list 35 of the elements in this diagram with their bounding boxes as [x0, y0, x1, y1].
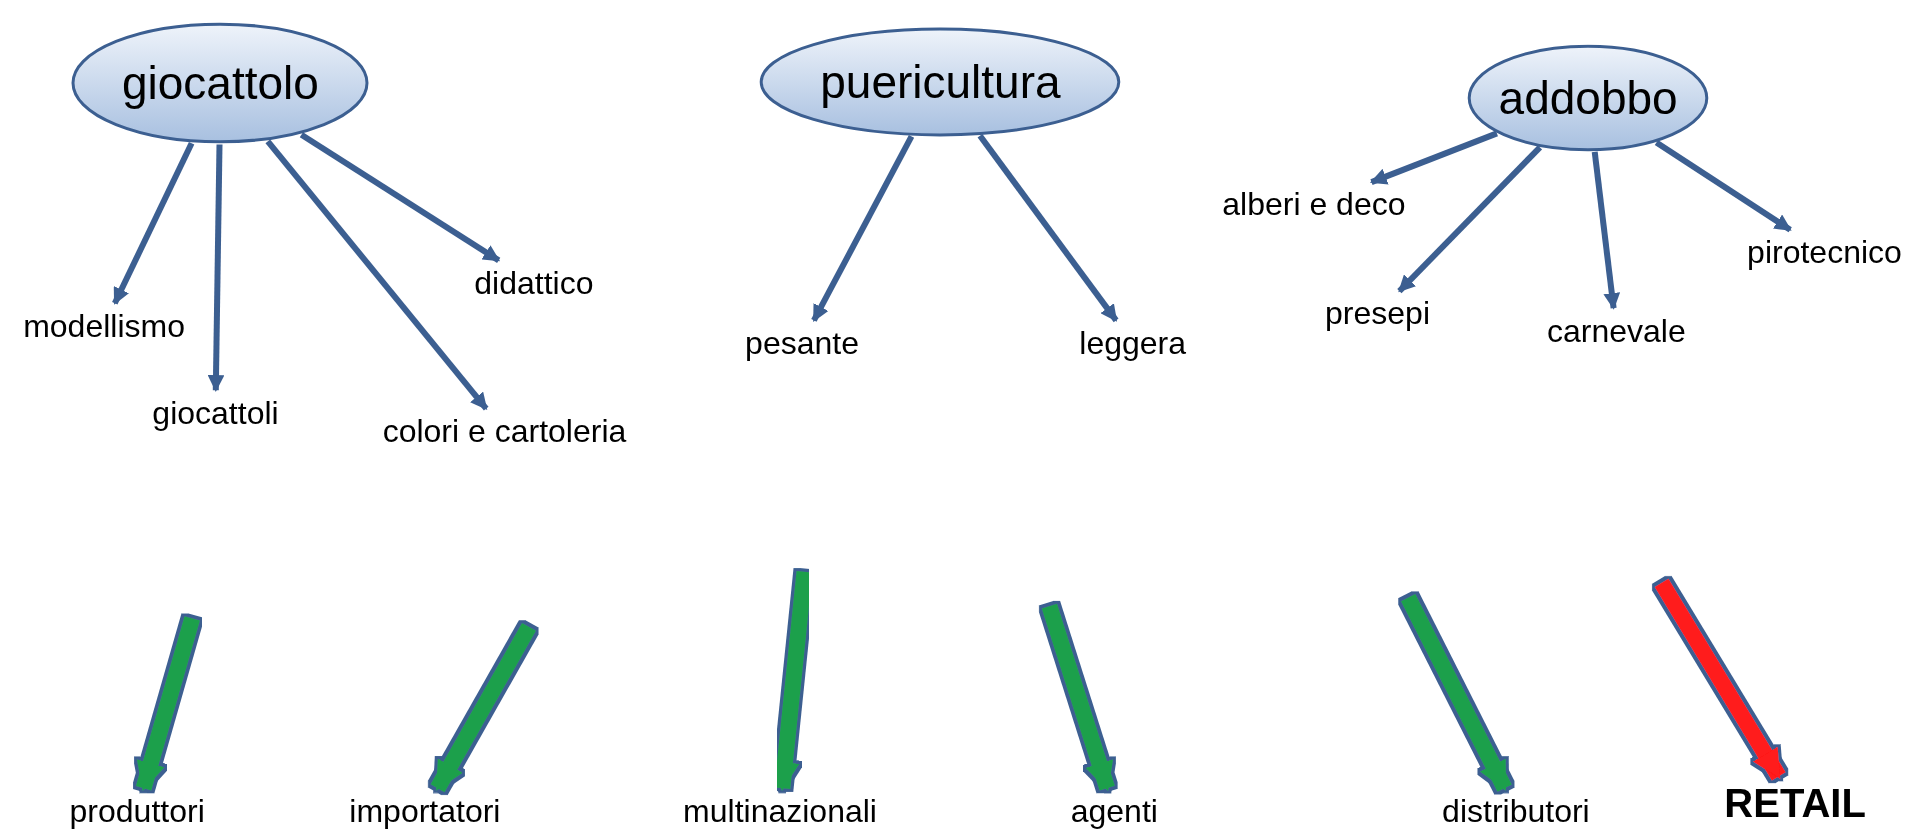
node-label: distributori: [1442, 792, 1590, 829]
node-label: modellismo: [23, 307, 185, 345]
arrow: [1369, 130, 1498, 185]
category-label: giocattolo: [121, 56, 319, 111]
arrow: [265, 139, 489, 411]
node-label: colori e cartoleria: [382, 412, 627, 450]
arrow: [1654, 140, 1792, 233]
arrow: [770, 571, 813, 792]
arrow: [112, 142, 195, 305]
node-label: giocattoli: [152, 394, 279, 432]
arrow: [207, 144, 225, 392]
arrow: [1041, 603, 1115, 791]
node-label: leggera: [1079, 324, 1186, 362]
node-label: importatori: [349, 792, 501, 829]
arrow: [135, 616, 200, 791]
node-label: produttori: [69, 792, 205, 829]
arrow: [977, 134, 1119, 323]
node-label: RETAIL: [1724, 780, 1866, 827]
node-label: pesante: [745, 324, 859, 362]
node-label: presepi: [1325, 295, 1430, 332]
category-label: addobbo: [1498, 70, 1678, 125]
arrow: [1397, 145, 1543, 294]
arrow: [1591, 151, 1621, 310]
node-label: multinazionali: [683, 792, 877, 829]
arrow: [430, 622, 536, 793]
node-label: alberi e deco: [1222, 186, 1406, 223]
node-label: agenti: [1070, 792, 1158, 829]
node-label: pirotecnico: [1747, 233, 1902, 271]
category-label: puericultura: [820, 55, 1061, 109]
arrow: [1401, 594, 1512, 792]
arrow: [299, 132, 501, 263]
arrow: [1654, 578, 1786, 781]
node-label: didattico: [474, 264, 594, 302]
arrow: [811, 135, 915, 322]
node-label: carnevale: [1546, 312, 1686, 349]
